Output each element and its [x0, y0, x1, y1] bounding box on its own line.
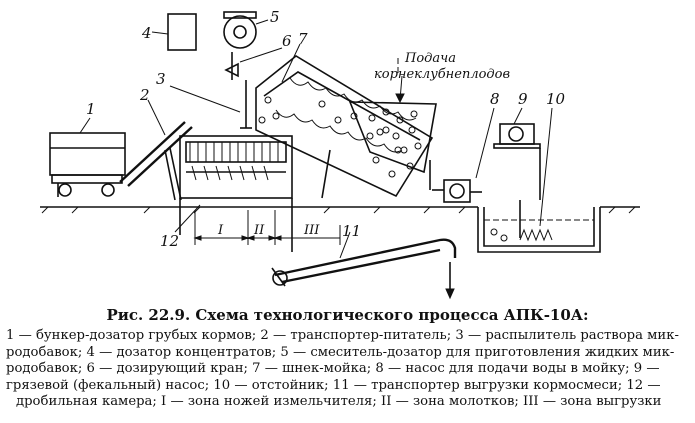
legend-line: родобавок; 4 — дозатор концентратов; 5 —… [6, 344, 675, 360]
bunker-doser [49, 117, 126, 197]
mud-pump [493, 107, 541, 149]
zone-dimensions [193, 210, 341, 245]
legend-line: родобавок; 6 — дозирующий кран; 7 — шнек… [6, 361, 660, 377]
concentrate-doser [151, 13, 197, 51]
root-crop-hopper [348, 58, 437, 174]
label-6: 6 [282, 32, 292, 50]
label-5: 5 [270, 8, 280, 26]
feed-note-line1: Подача [404, 51, 456, 66]
mixer-doser [223, 11, 269, 49]
legend-line: грязевой (фекальный) насос; 10 — отстойн… [6, 377, 661, 393]
figure-legend: 1 — бункер-дозатор грубых кормов; 2 — тр… [6, 328, 689, 411]
label-2: 2 [139, 86, 150, 104]
label-11: 11 [342, 222, 361, 240]
label-4: 4 [141, 24, 152, 42]
label-3: 3 [156, 70, 166, 88]
label-12: 12 [160, 232, 179, 250]
legend-line: дробильная камера; I — зона ножей измель… [16, 394, 662, 410]
label-9: 9 [518, 90, 528, 108]
label-10: 10 [546, 90, 566, 108]
feed-note-line2: корнеклубнеплодов [374, 67, 510, 82]
unloading-conveyor [271, 231, 457, 300]
zone-label-2: II [253, 223, 265, 238]
label-1: 1 [86, 100, 96, 118]
settling-tank [477, 107, 601, 253]
label-8: 8 [490, 90, 500, 108]
process-diagram: 1 2 3 4 5 6 7 8 9 10 11 12 I II III Пода… [40, 8, 640, 300]
feeder-conveyor [119, 99, 193, 201]
crushing-chamber [174, 135, 293, 252]
figure-caption-title: Рис. 22.9. Схема технологического процес… [106, 306, 589, 324]
zone-label-3: III [303, 223, 320, 238]
dosing-tap [224, 47, 283, 80]
water-pump [429, 107, 495, 203]
ground-line [40, 206, 640, 214]
legend-line: 1 — бункер-дозатор грубых кормов; 2 — тр… [6, 328, 679, 343]
zone-label-1: I [217, 223, 224, 238]
sprayer [169, 80, 252, 129]
label-7: 7 [298, 30, 308, 48]
